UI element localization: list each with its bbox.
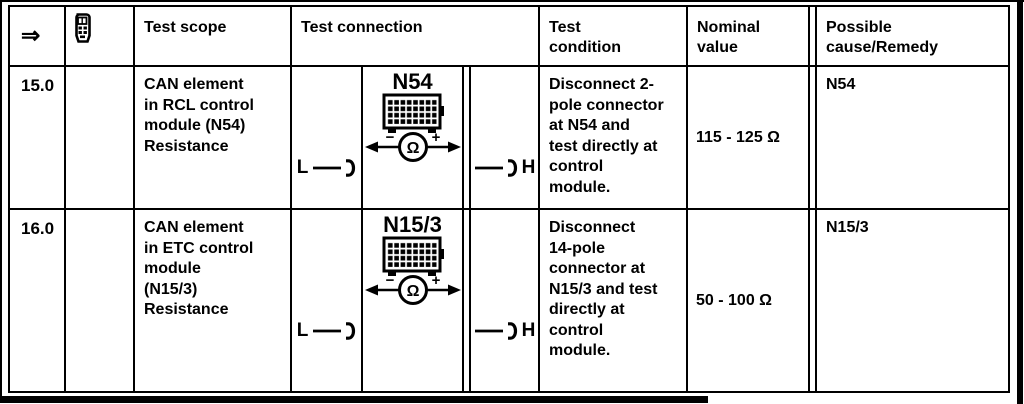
header-step-arrow: ⇒ [10, 7, 66, 67]
ohm-symbol: Ω [406, 283, 419, 300]
test-condition-text: Disconnect 2- pole connector at N54 and … [540, 67, 688, 210]
connection-high-cell: H [471, 210, 540, 391]
page-frame-left [0, 0, 2, 398]
connection-high-cell: H [471, 67, 540, 210]
possible-cause-text: N54 [817, 67, 1008, 210]
connector-block-icon [382, 93, 444, 133]
diagnostic-test-table: ⇒ Test scope Test connection Test condit… [8, 5, 1010, 393]
connector-block-icon [382, 236, 444, 276]
double-rule-divider [810, 210, 817, 391]
double-rule-divider [810, 67, 817, 210]
possible-cause-text: N15/3 [817, 210, 1008, 391]
hand-held-tester-icon [72, 13, 133, 44]
socket-contact-icon [313, 322, 356, 340]
can-low-label: L [296, 320, 309, 341]
page-frame-bottom [0, 396, 708, 403]
test-condition-text: Disconnect 14-pole connector at N15/3 an… [540, 210, 688, 391]
socket-contact-icon [474, 159, 517, 177]
nominal-value-text: 115 - 125 Ω [688, 67, 810, 210]
page-frame-right [1017, 0, 1023, 404]
ohmmeter-icon: − + Ω [364, 273, 461, 305]
connection-low-cell: L [292, 210, 363, 391]
header-test-condition: Test condition [540, 7, 688, 67]
step-number: 15.0 [10, 67, 66, 210]
test-scope-text: CAN element in ETC control module (N15/3… [135, 210, 292, 391]
ohm-symbol: Ω [406, 140, 419, 157]
can-high-label: H [521, 157, 536, 178]
header-possible-cause: Possible cause/Remedy [817, 7, 1008, 67]
socket-contact-icon [313, 159, 356, 177]
header-tester-cell [66, 7, 135, 67]
connection-low-cell: L [292, 67, 363, 210]
meter-minus-sign: − [385, 273, 394, 289]
header-nominal-value: Nominal value [688, 7, 810, 67]
component-label: N15/3 [383, 212, 442, 237]
meter-plus-sign: + [431, 273, 440, 289]
page-frame-top [0, 0, 1024, 2]
can-high-label: H [521, 320, 536, 341]
socket-contact-icon [474, 322, 517, 340]
tester-column-cell [66, 210, 135, 391]
header-test-scope: Test scope [135, 7, 292, 67]
double-rule-divider [464, 67, 471, 210]
meter-plus-sign: + [431, 130, 440, 146]
double-rule-divider [464, 210, 471, 391]
can-low-label: L [296, 157, 309, 178]
tester-column-cell [66, 67, 135, 210]
ohmmeter-icon: − + Ω [364, 130, 461, 162]
component-label: N54 [392, 69, 433, 94]
header-test-connection: Test connection [292, 7, 540, 67]
meter-minus-sign: − [385, 130, 394, 146]
connection-diagram-cell: N15/3 − + Ω [363, 210, 464, 391]
connection-diagram-cell: N54 − + Ω [363, 67, 464, 210]
test-scope-text: CAN element in RCL control module (N54) … [135, 67, 292, 210]
double-rule-divider [810, 7, 817, 67]
nominal-value-text: 50 - 100 Ω [688, 210, 810, 391]
step-number: 16.0 [10, 210, 66, 391]
